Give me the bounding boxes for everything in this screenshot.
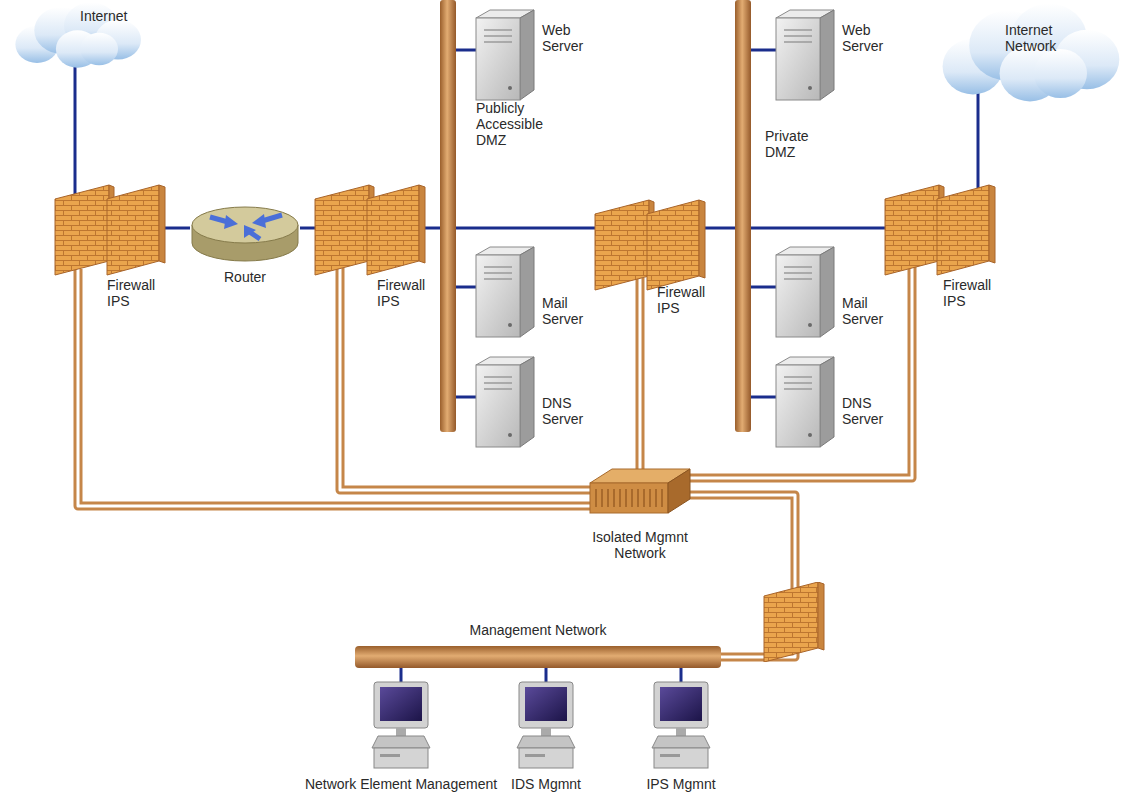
- node-label: DNS Server: [842, 395, 892, 427]
- firewall-node: Firewall IPS: [55, 185, 165, 275]
- network-link: [751, 228, 885, 229]
- server-shape: [476, 357, 534, 447]
- connector-line: [165, 227, 190, 230]
- node-label: Internet Network: [1005, 22, 1085, 54]
- server-shape: [476, 10, 534, 100]
- firewall-node: Firewall IPS: [315, 185, 425, 275]
- switch-node: Isolated Mgmnt Network: [590, 465, 690, 523]
- network-link: [751, 397, 776, 398]
- workstation-node: IPS Mgmnt: [650, 682, 712, 770]
- connector-line: [705, 227, 735, 230]
- switch-shape: [590, 465, 690, 523]
- network-bus: Management Network: [355, 646, 721, 668]
- cloud-node: Internet: [10, 0, 145, 70]
- node-label: IPS Mgmnt: [646, 776, 715, 792]
- workstation-shape: [515, 682, 577, 770]
- connector-line: [456, 227, 595, 230]
- network-link: [425, 228, 440, 229]
- network-link: [705, 228, 735, 229]
- node-label: Firewall IPS: [657, 284, 715, 316]
- connector-line: [680, 668, 683, 682]
- cloud-node: Internet Network: [935, 0, 1125, 105]
- node-label: Publicly Accessible DMZ: [476, 100, 561, 148]
- firewall-shape: [595, 200, 705, 290]
- server-shape: [776, 357, 834, 447]
- connector-line: [545, 668, 548, 682]
- node-label: Firewall IPS: [943, 277, 1001, 309]
- server-shape: [776, 10, 834, 100]
- connector-line: [456, 49, 476, 52]
- connector-line: [977, 93, 980, 190]
- connector-line: [425, 227, 440, 230]
- network-link: [300, 228, 315, 229]
- dmz-bus: Publicly Accessible DMZ: [440, 0, 456, 432]
- dmz-bus: Private DMZ: [735, 0, 751, 432]
- server-node: Web Server: [476, 10, 534, 100]
- node-label: Web Server: [842, 22, 892, 54]
- workstation-shape: [650, 682, 712, 770]
- workstation-shape: [370, 682, 432, 770]
- node-label: Firewall IPS: [107, 277, 165, 309]
- node-label: Router: [224, 269, 266, 285]
- connector-line: [751, 286, 776, 289]
- connector-line: [400, 668, 403, 682]
- node-label: Mail Server: [542, 295, 592, 327]
- network-link: [456, 397, 476, 398]
- network-link: [751, 50, 776, 51]
- connector-line: [751, 49, 776, 52]
- firewall-shape: [315, 185, 425, 275]
- network-link: [751, 287, 776, 288]
- node-label: Isolated Mgmnt Network: [583, 529, 698, 561]
- node-label: IDS Mgmnt: [511, 776, 581, 792]
- server-node: Web Server: [776, 10, 834, 100]
- server-node: DNS Server: [476, 357, 534, 447]
- network-link: [401, 668, 402, 682]
- connector-line: [456, 396, 476, 399]
- router-node: Router: [190, 205, 300, 263]
- management-link: [640, 278, 641, 471]
- connector-line: [636, 278, 645, 471]
- network-link: [456, 50, 476, 51]
- firewall-node: Firewall IPS: [595, 200, 705, 290]
- management-firewall: [760, 582, 830, 662]
- server-node: Mail Server: [476, 247, 534, 337]
- firewall-shape: [885, 185, 995, 275]
- connector-line: [751, 396, 776, 399]
- node-label: Management Network: [470, 622, 607, 638]
- connector-line: [300, 227, 315, 230]
- node-label: Mail Server: [842, 295, 892, 327]
- node-label: Internet: [80, 8, 144, 24]
- router-shape: [190, 205, 300, 263]
- server-shape: [776, 247, 834, 337]
- bus-bar: [355, 646, 721, 668]
- firewall-shape: [55, 185, 165, 275]
- network-link: [165, 228, 190, 229]
- workstation-node: IDS Mgmnt: [515, 682, 577, 770]
- bus-bar: [440, 0, 456, 432]
- connector-line: [456, 286, 476, 289]
- node-label: Private DMZ: [765, 128, 823, 160]
- network-link: [456, 287, 476, 288]
- bus-bar: [735, 0, 751, 432]
- network-link: [456, 228, 595, 229]
- connector-line: [751, 227, 885, 230]
- network-link: [546, 668, 547, 682]
- network-link: [75, 66, 76, 195]
- workstation-node: Network Element Management: [370, 682, 432, 770]
- server-node: Mail Server: [776, 247, 834, 337]
- connector-line: [639, 278, 642, 471]
- node-label: DNS Server: [542, 395, 592, 427]
- connector-line: [74, 66, 77, 195]
- firewall-node: Firewall IPS: [885, 185, 995, 275]
- node-label: Web Server: [542, 22, 592, 54]
- server-shape: [476, 247, 534, 337]
- node-label: Firewall IPS: [377, 277, 435, 309]
- network-link: [681, 668, 682, 682]
- node-label: Network Element Management: [305, 776, 497, 792]
- network-link: [978, 93, 979, 190]
- server-node: DNS Server: [776, 357, 834, 447]
